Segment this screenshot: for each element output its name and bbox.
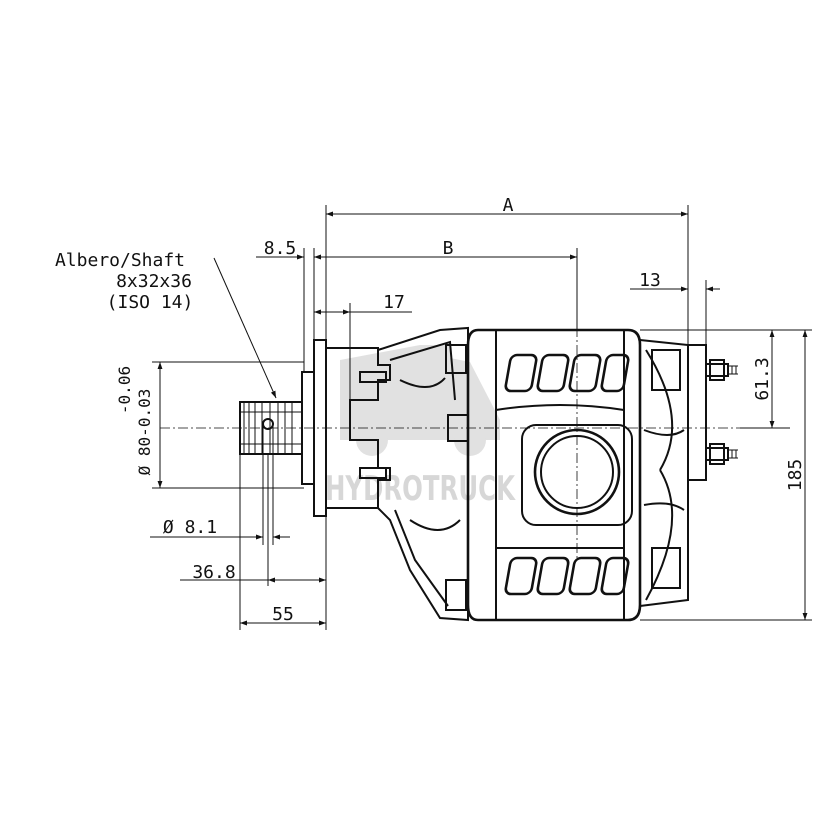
- stud-upper: [705, 359, 738, 381]
- lower-ribs: [504, 556, 630, 596]
- dimension-pilot-diameter: Ø 80-0.03 -0.06: [115, 361, 304, 489]
- dimension-55: 55: [239, 454, 326, 630]
- dimension-B-label: B: [443, 238, 454, 259]
- cross-hole: [262, 418, 274, 430]
- truck-logo-icon: [340, 345, 500, 456]
- dimension-13-label: 13: [639, 270, 661, 291]
- dimension-hole-diameter: Ø 8.1: [150, 424, 290, 545]
- hole-diameter-label: Ø 8.1: [163, 517, 217, 538]
- shaft-label-line1: Albero/Shaft: [55, 250, 185, 271]
- shaft-callout: Albero/Shaft 8x32x36 (ISO 14): [55, 250, 277, 399]
- dimension-61-3-label: 61.3: [752, 357, 773, 400]
- dimension-13: 13: [630, 270, 720, 345]
- dimension-A: A: [325, 195, 689, 345]
- dimension-185: 185: [640, 329, 812, 621]
- dimension-B: B: [313, 238, 578, 340]
- port-opening: [521, 424, 633, 526]
- shaft-label-line3: (ISO 14): [107, 292, 194, 313]
- dimension-55-label: 55: [272, 604, 294, 625]
- mounting-flange: [301, 339, 391, 517]
- pump-body: [466, 328, 642, 622]
- upper-ribs: [504, 353, 630, 393]
- hydrotruck-watermark: HYDROTRUCK: [325, 345, 516, 509]
- dimension-8-5: 8.5: [256, 238, 324, 372]
- front-cover: [377, 326, 469, 622]
- dimension-8-5-label: 8.5: [264, 238, 297, 259]
- stud-lower: [705, 443, 738, 465]
- pilot-tolerance-label: -0.06: [115, 366, 134, 414]
- pilot-diameter-label: Ø 80-0.03: [135, 389, 154, 476]
- dimension-185-label: 185: [785, 459, 806, 492]
- dimension-36-8-label: 36.8: [192, 562, 235, 583]
- dimension-61-3: 61.3: [740, 329, 790, 429]
- rear-studs: [687, 344, 738, 481]
- dimension-17-label: 17: [383, 292, 405, 313]
- shaft-label-line2: 8x32x36: [116, 271, 192, 292]
- dimension-A-label: A: [503, 195, 514, 216]
- dimension-36-8: 36.8: [180, 454, 327, 630]
- rear-cover: [639, 339, 689, 607]
- dimension-17: 17: [314, 292, 412, 400]
- watermark-text: HYDROTRUCK: [325, 469, 516, 509]
